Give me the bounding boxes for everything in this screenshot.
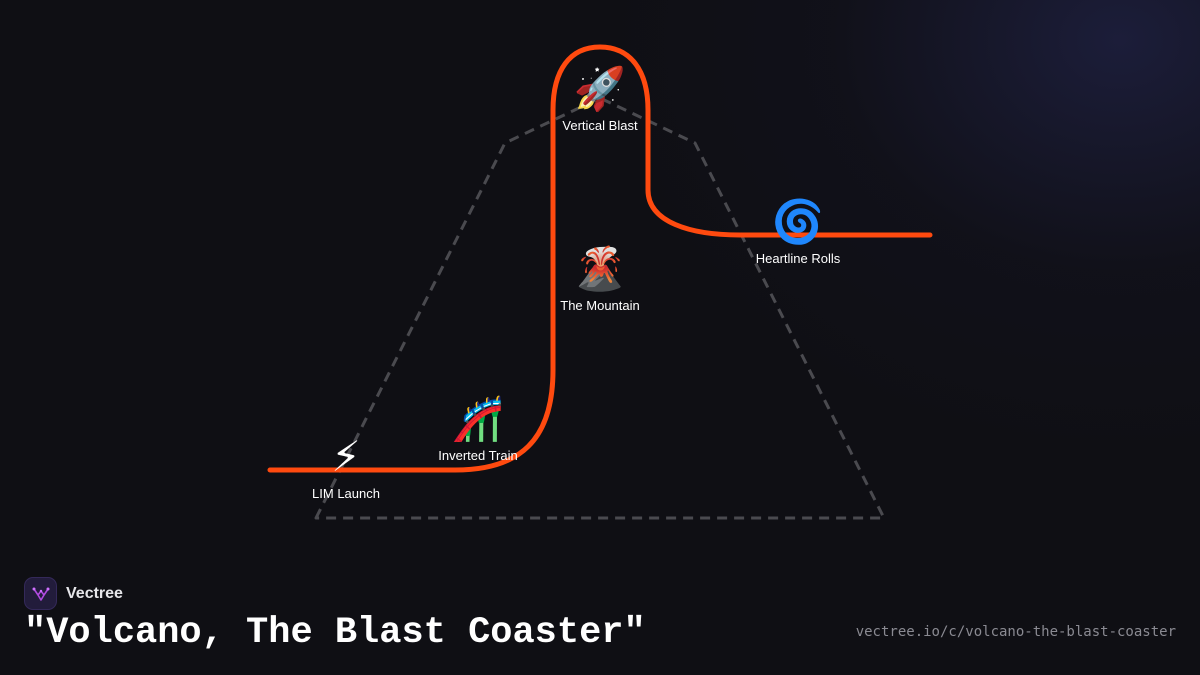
vectree-logo-icon bbox=[24, 577, 57, 610]
brand-name: Vectree bbox=[66, 584, 123, 602]
source-url[interactable]: vectree.io/c/volcano-the-blast-coaster bbox=[855, 624, 1176, 640]
rocket-icon: 🚀 bbox=[573, 64, 627, 113]
volcano-icon: 🌋 bbox=[573, 244, 627, 293]
node-label: The Mountain bbox=[560, 298, 640, 313]
node-label: Vertical Blast bbox=[562, 118, 638, 133]
node-lim-launch: ⚡ LIM Launch bbox=[246, 432, 446, 501]
cyclone-icon: 🌀 bbox=[771, 197, 825, 246]
mountain-outline bbox=[314, 96, 886, 520]
node-inverted-train: 🎢 Inverted Train bbox=[378, 394, 578, 463]
node-the-mountain: 🌋 The Mountain bbox=[500, 244, 700, 313]
page-title: "Volcano, The Blast Coaster" bbox=[24, 612, 646, 654]
node-heartline-rolls: 🌀 Heartline Rolls bbox=[698, 197, 898, 266]
node-vertical-blast: 🚀 Vertical Blast bbox=[500, 64, 700, 133]
node-label: Heartline Rolls bbox=[755, 251, 841, 266]
coaster-track bbox=[267, 44, 933, 473]
node-label: LIM Launch bbox=[312, 486, 380, 501]
brand: Vectree bbox=[24, 577, 123, 610]
roller-coaster-icon: 🎢 bbox=[451, 394, 505, 443]
lightning-icon: ⚡ bbox=[331, 432, 361, 481]
node-label: Inverted Train bbox=[438, 448, 518, 463]
